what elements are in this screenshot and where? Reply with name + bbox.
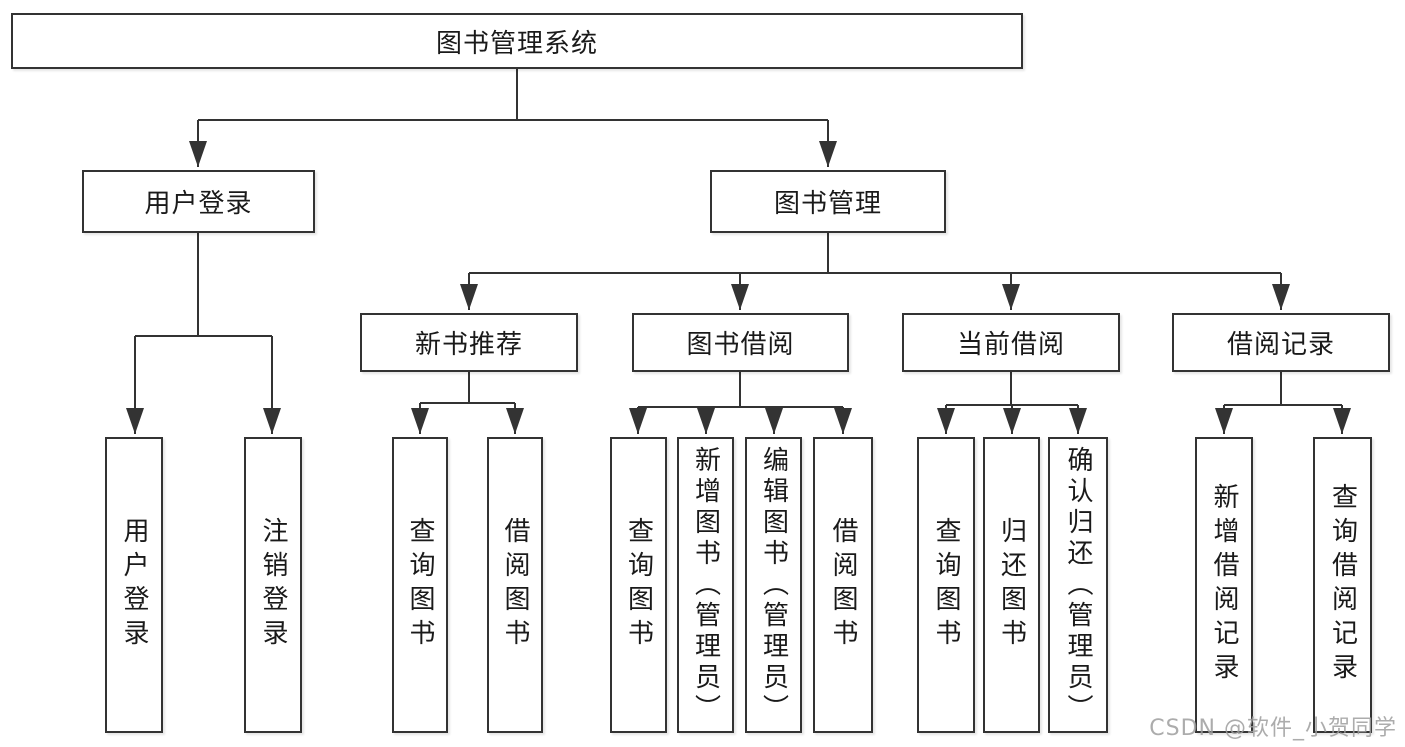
leaf-edit-books-admin: 编辑图书（管理员） [745,437,802,733]
leaf-logout: 注销登录 [244,437,302,733]
node-current-borrowing: 当前借阅 [902,313,1120,372]
leaf-user-login: 用户登录 [105,437,163,733]
node-library-management-system: 图书管理系统 [11,13,1023,69]
leaf-label: 查询图书 [623,517,654,653]
node-label: 借阅记录 [1226,330,1335,360]
leaf-label: 借阅图书 [500,517,530,653]
arrow-lines [126,120,1351,434]
leaf-confirm-return-admin: 确认归还（管理员） [1048,437,1108,733]
leaf-label: 编辑图书（管理员） [758,445,789,725]
node-label: 图书借阅 [686,330,795,360]
node-label: 图书管理系统 [435,28,598,59]
leaf-label: 确认归还（管理员） [1063,445,1093,725]
leaf-borrow-books: 借阅图书 [813,437,873,733]
node-label: 当前借阅 [956,330,1065,360]
leaf-borrow-books-recommend: 借阅图书 [487,437,543,733]
node-borrowing-records: 借阅记录 [1172,313,1390,372]
watermark: CSDN @软件_小贺同学 [1149,716,1397,741]
node-book-management: 图书管理 [710,170,946,233]
leaf-add-books-admin: 新增图书（管理员） [677,437,734,733]
node-user-login: 用户登录 [82,170,315,233]
trunk-lines [135,68,1342,408]
leaf-label: 查询图书 [931,517,961,653]
node-label: 用户登录 [144,189,253,219]
leaf-query-books-recommend: 查询图书 [392,437,448,733]
leaf-label: 查询借阅记录 [1327,483,1358,687]
leaf-label: 用户登录 [119,517,149,653]
leaf-query-books-borrow: 查询图书 [610,437,667,733]
leaf-label: 注销登录 [258,517,288,653]
node-label: 新书推荐 [414,330,523,360]
node-book-borrowing: 图书借阅 [632,313,849,372]
leaf-query-books-current: 查询图书 [917,437,975,733]
node-new-book-recommendation: 新书推荐 [360,313,578,372]
leaf-label: 查询图书 [405,517,435,653]
leaf-label: 新增图书（管理员） [690,445,721,725]
leaf-label: 借阅图书 [828,517,858,653]
node-label: 图书管理 [773,189,882,219]
leaf-return-books: 归还图书 [983,437,1040,733]
leaf-label: 新增借阅记录 [1209,483,1239,687]
leaf-label: 归还图书 [996,517,1027,653]
leaf-add-borrow-record: 新增借阅记录 [1195,437,1253,733]
leaf-query-borrow-record: 查询借阅记录 [1313,437,1372,733]
